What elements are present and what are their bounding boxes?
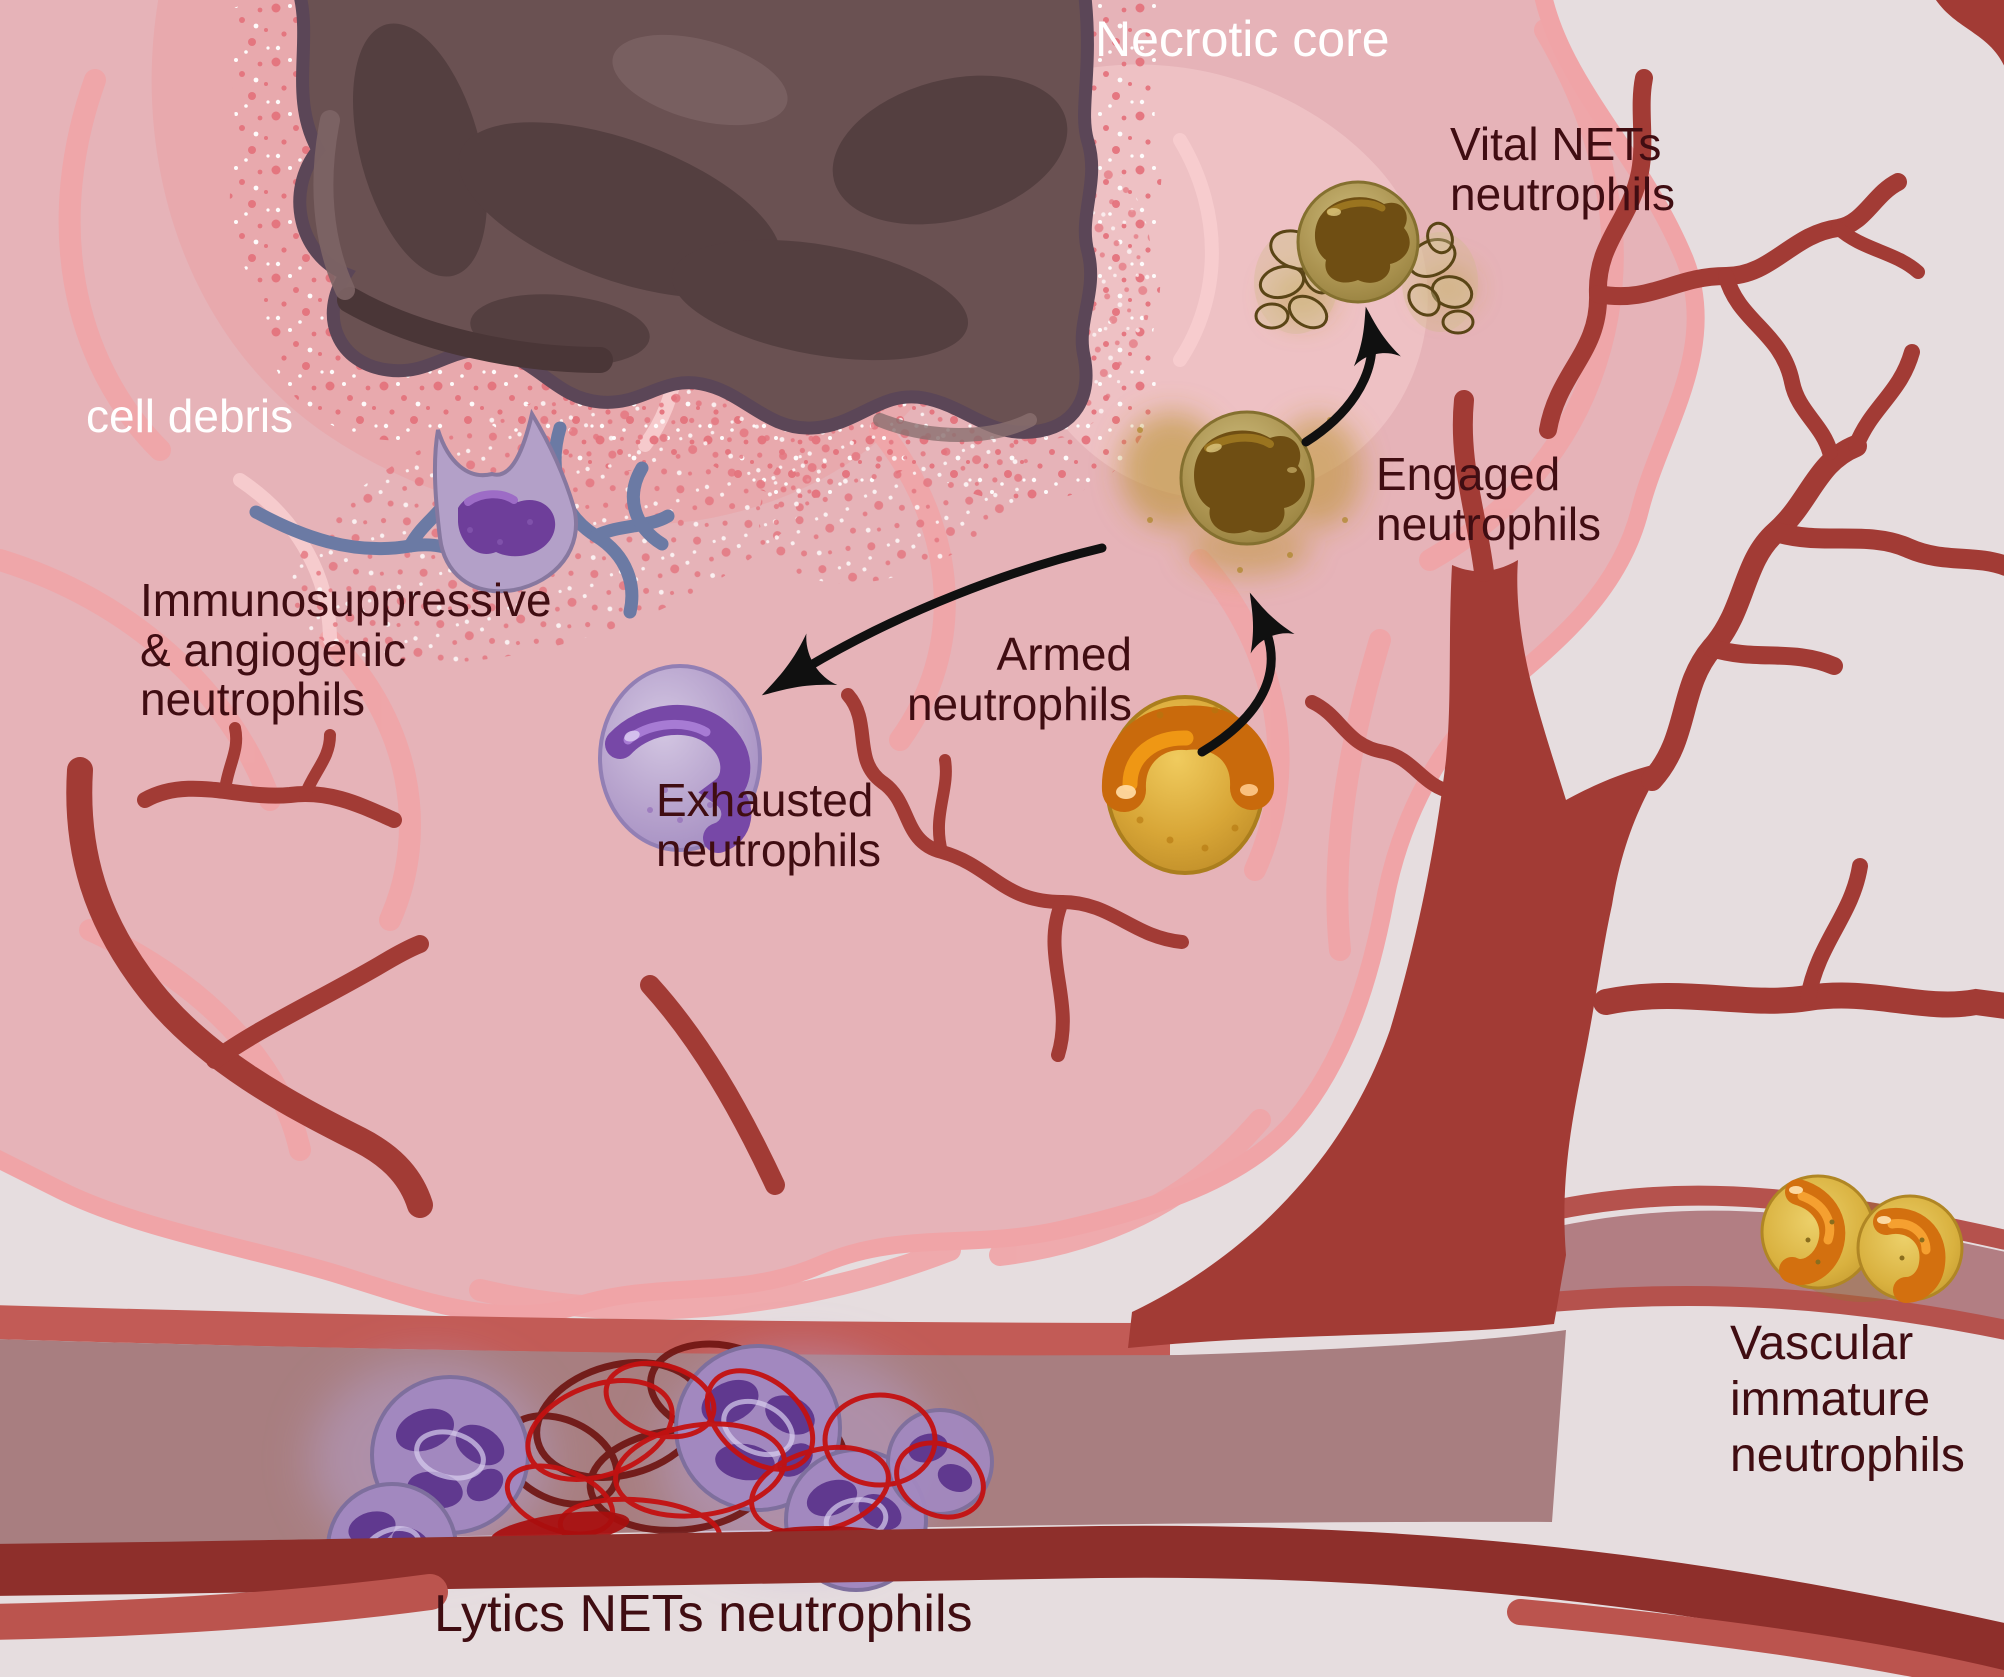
exhausted-label: Exhausted neutrophils <box>656 774 882 876</box>
vascular-immature-label: Vascular immature neutrophils <box>1730 1317 1965 1483</box>
lytic-nets-label: Lytics NETs neutrophils <box>434 1585 973 1643</box>
blood-vessel-tree <box>1128 0 2004 1348</box>
immunosuppressive-neutrophil-cell <box>432 408 578 594</box>
cell-debris-label: cell debris <box>86 390 294 442</box>
armed-label: Armed neutrophils <box>906 628 1132 730</box>
corner-vessel-blob <box>1936 0 2004 66</box>
armed-cell-speckles <box>1136 706 1239 852</box>
necrotic-core-label: Necrotic core <box>1095 11 1390 67</box>
arrow-engaged-to-exhausted <box>801 543 1107 673</box>
engaged-neutrophil-cell <box>1120 410 1362 576</box>
arrow-armed-to-engaged <box>1197 621 1276 757</box>
dust-specks <box>1137 417 1348 573</box>
vital-nets-label: Vital NETs neutrophils <box>1450 118 1676 220</box>
vascular-immature-neutrophil-cells <box>1760 1174 1964 1303</box>
vital-nets-neutrophil-cell <box>1254 180 1478 335</box>
transition-arrows <box>761 306 1401 757</box>
necrotic-dark-patches <box>352 23 1068 366</box>
engaged-label: Engaged neutrophils <box>1376 448 1602 550</box>
arrowheads <box>761 306 1401 696</box>
vessel-branches <box>1452 69 2004 1019</box>
arrow-engaged-to-vital <box>1301 339 1377 447</box>
immature-neutrophil <box>1856 1194 1964 1303</box>
vessel-top-wall <box>0 1305 1171 1357</box>
tumor-capillaries <box>66 688 1459 1218</box>
immunosuppressive-label: Immunosuppressive & angiogenic neutrophi… <box>140 574 552 726</box>
lytic-cell <box>886 1408 994 1516</box>
necrotic-core-blob <box>293 0 1099 442</box>
exhausted-neutrophil-cell <box>598 664 762 853</box>
bottom-vessel-walls <box>0 1525 2004 1677</box>
immature-neutrophil <box>1760 1174 1876 1290</box>
